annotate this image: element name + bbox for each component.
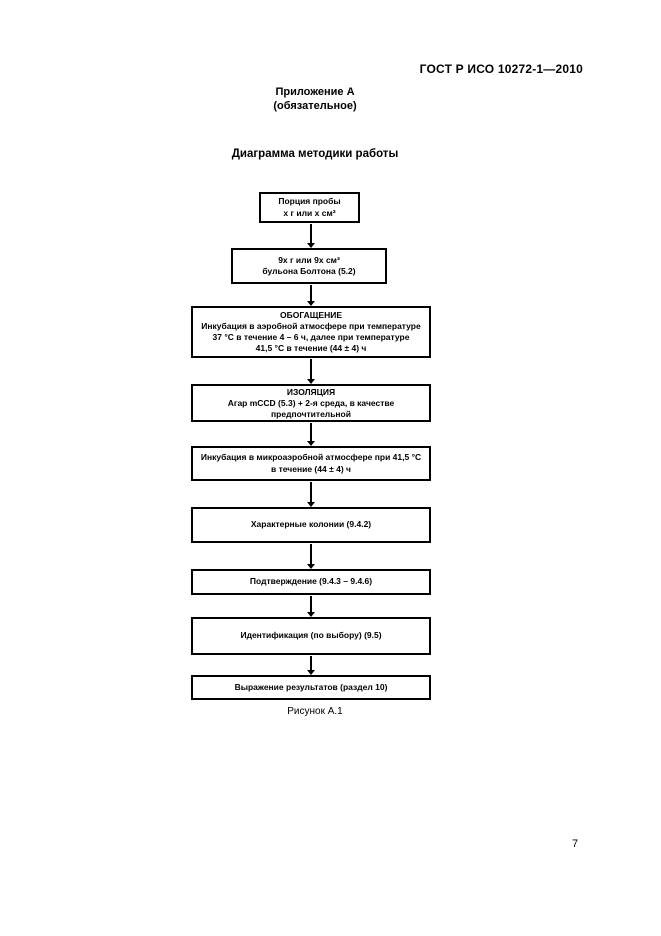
box-line: 41,5 °С в течение (44 ± 4) ч xyxy=(255,343,367,353)
flow-box-enrichment: ОБОГАЩЕНИЕ Инкубация в аэробной атмосфер… xyxy=(191,306,431,358)
arrow-down-icon xyxy=(307,482,315,507)
arrow-down-icon xyxy=(307,544,315,569)
flow-box-sample-portion: Порция пробы х г или х см³ xyxy=(259,192,360,223)
appendix-title: Приложение А xyxy=(275,86,355,98)
box-title: ИЗОЛЯЦИЯ xyxy=(286,386,336,397)
box-line: 37 °С в течение 4 – 6 ч, далее при темпе… xyxy=(212,332,410,342)
figure-caption: Рисунок А.1 xyxy=(287,706,343,717)
flow-box-identification: Идентификация (по выбору) (9.5) xyxy=(191,617,431,655)
box-line: х г или х см³ xyxy=(283,207,336,218)
arrow-down-icon xyxy=(307,359,315,384)
flow-box-results: Выражение результатов (раздел 10) xyxy=(191,675,431,700)
flow-box-microaerobic-incubation: Инкубация в микроаэробной атмосфере при … xyxy=(191,446,431,481)
box-line: предпочтительной xyxy=(271,408,351,419)
arrow-down-icon xyxy=(307,224,315,248)
box-line: Идентификация (по выбору) (9.5) xyxy=(240,630,382,641)
box-line: 9х г или 9х см³ xyxy=(278,254,340,265)
box-line: Порция пробы xyxy=(278,196,341,206)
box-title: ОБОГАЩЕНИЕ xyxy=(279,310,342,320)
flow-box-isolation: ИЗОЛЯЦИЯ Агар mCCD (5.3) + 2-я среда, в … xyxy=(191,384,431,422)
diagram-title: Диаграмма методики работы xyxy=(231,148,399,160)
arrow-down-icon xyxy=(307,656,315,675)
arrow-down-icon xyxy=(307,423,315,446)
flow-box-bolton-broth: 9х г или 9х см³ бульона Болтона (5.2) xyxy=(231,248,387,284)
flow-box-characteristic-colonies: Характерные колонии (9.4.2) xyxy=(191,507,431,543)
box-line: Инкубация в микроаэробной атмосфере при … xyxy=(200,452,422,462)
document-number: ГОСТ Р ИСО 10272-1—2010 xyxy=(419,62,583,76)
box-line: Подтверждение (9.4.3 – 9.4.6) xyxy=(249,576,373,587)
box-line: Агар mCCD (5.3) + 2-я среда, в качестве xyxy=(227,397,395,408)
box-line: в течение (44 ± 4) ч xyxy=(271,463,351,474)
appendix-subtitle: (обязательное) xyxy=(273,100,357,112)
page-number: 7 xyxy=(572,838,579,850)
arrow-down-icon xyxy=(307,285,315,306)
flow-box-confirmation: Подтверждение (9.4.3 – 9.4.6) xyxy=(191,569,431,595)
box-line: Инкубация в аэробной атмосфере при темпе… xyxy=(201,321,421,331)
box-line: Характерные колонии (9.4.2) xyxy=(250,519,372,530)
arrow-down-icon xyxy=(307,596,315,617)
box-line: бульона Болтона (5.2) xyxy=(262,266,356,276)
box-line: Выражение результатов (раздел 10) xyxy=(234,681,388,692)
